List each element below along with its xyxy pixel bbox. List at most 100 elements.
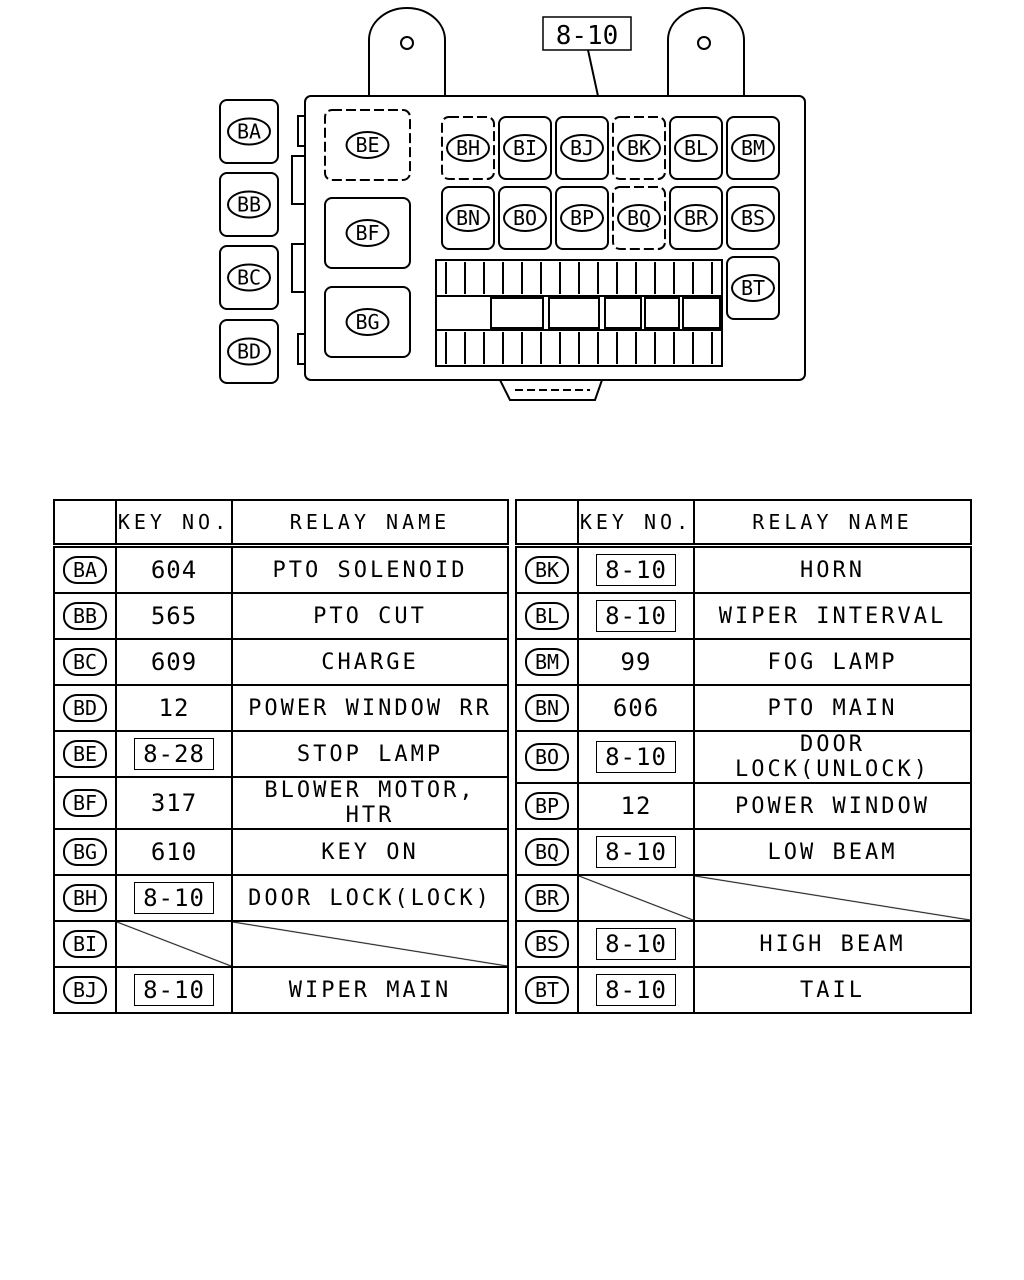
relay-code: BM [525,648,569,676]
key-no-cell: 8-10 [577,828,695,876]
relay-bc: BC [219,245,279,310]
relay-code: BS [525,930,569,958]
relay-label: BT [741,276,765,300]
top-key-label: 8-10 [556,21,619,51]
relay-name-cell [231,920,509,968]
key-no-cell: 606 [577,684,695,732]
mount-hole-right [697,36,711,50]
relay-name-cell: TAIL [693,966,972,1014]
relay-code: BT [525,976,569,1004]
relay-label: BP [570,206,594,230]
relay-code-cell: BD [53,684,117,732]
relay-label: BH [456,136,480,160]
mount-ear-left [368,7,446,96]
relay-name-cell: PTO MAIN [693,684,972,732]
key-no: 8-28 [134,738,214,770]
relay-code: BC [63,648,107,676]
relay-bs: BS [726,186,780,250]
key-no: 606 [612,694,660,722]
key-no-cell: 8-10 [115,966,233,1014]
relay-label: BF [355,221,379,245]
relay-code-cell: BM [515,638,579,686]
table-row: BI [53,920,509,968]
key-no: 565 [150,602,198,630]
relay-code-cell: BC [53,638,117,686]
relay-code: BB [63,602,107,630]
relay-name-cell: KEY ON [231,828,509,876]
relay-code-cell: BR [515,874,579,922]
relay-box-body [304,95,806,381]
relay-bb: BB [219,172,279,237]
code-header [53,499,117,548]
relay-label: BA [237,120,261,144]
key-no: 8-10 [596,741,676,773]
relay-bt: BT [726,256,780,320]
relay-code-cell: BQ [515,828,579,876]
key-no: 8-10 [596,974,676,1006]
relay-code-cell: BJ [53,966,117,1014]
relay-label: BR [684,206,709,230]
key-no: 99 [620,648,652,676]
table-header-row: KEY NO. RELAY NAME [515,499,972,548]
relay-name-cell: BLOWER MOTOR, HTR [231,776,509,830]
table-row: BT 8-10 TAIL [515,966,972,1014]
relay-name-cell: DOOR LOCK(LOCK) [231,874,509,922]
relay-label: BD [237,340,261,364]
relay-name-cell [693,874,972,922]
relay-code-cell: BP [515,782,579,830]
key-no: 12 [620,792,652,820]
relay-code: BG [63,838,107,866]
relay-name-cell: POWER WINDOW RR [231,684,509,732]
relay-code-cell: BT [515,966,579,1014]
relay-name-cell: PTO SOLENOID [231,544,509,594]
relay-bk: BK [612,116,666,180]
relay-code: BI [63,930,107,958]
key-no-cell [115,920,233,968]
relay-code-cell: BK [515,544,579,594]
relay-code: BO [525,743,569,771]
key-no-cell: 8-10 [577,592,695,640]
relay-bg: BG [324,286,411,358]
relay-code: BE [63,740,107,768]
relay-label: BG [355,310,379,334]
key-no-cell: 8-28 [115,730,233,778]
relay-bi: BI [498,116,552,180]
relay-code-cell: BI [53,920,117,968]
table-row: BB 565 PTO CUT [53,592,509,640]
relay-label: BE [355,133,379,157]
relay-label: BK [627,136,651,160]
key-no-cell: 99 [577,638,695,686]
relay-bd: BD [219,319,279,384]
relay-bh: BH [441,116,495,180]
relay-code-cell: BB [53,592,117,640]
relay-bq: BQ [612,186,666,250]
relay-code: BA [63,556,107,584]
relay-code-cell: BO [515,730,579,784]
key-no-cell: 8-10 [577,544,695,594]
relay-code: BN [525,694,569,722]
key-no: 610 [150,838,198,866]
key-no-header: KEY NO. [115,499,233,548]
relay-code: BP [525,792,569,820]
key-no: 317 [150,789,198,817]
relay-bn: BN [441,186,495,250]
key-no-cell: 12 [115,684,233,732]
key-no: 8-10 [596,554,676,586]
relay-name-cell: LOW BEAM [693,828,972,876]
relay-name-cell: HORN [693,544,972,594]
code-header [515,499,579,548]
relay-ba: BA [219,99,279,164]
relay-name-cell: PTO CUT [231,592,509,640]
relay-be: BE [324,109,411,181]
